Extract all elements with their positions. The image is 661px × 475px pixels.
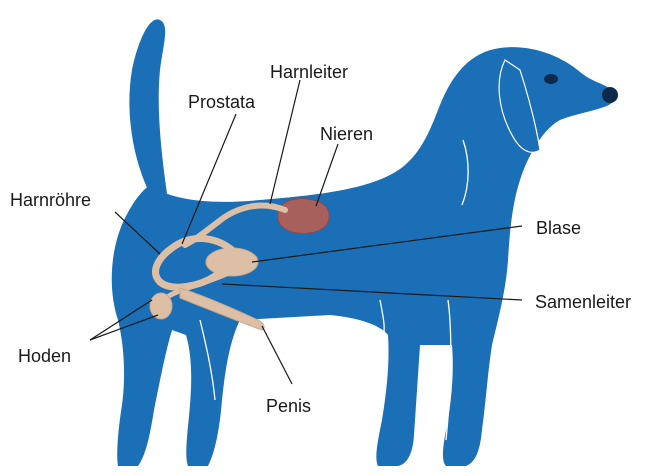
dog-eye xyxy=(544,74,558,84)
label-samenleiter: Samenleiter xyxy=(535,292,631,312)
label-prostata: Prostata xyxy=(188,92,256,112)
label-blase: Blase xyxy=(536,218,581,238)
dog-tail xyxy=(129,19,168,200)
testis xyxy=(150,293,172,319)
label-nieren: Nieren xyxy=(320,124,373,144)
leader-harnleiter xyxy=(270,80,300,204)
leader-penis xyxy=(262,326,292,384)
label-penis: Penis xyxy=(266,396,311,416)
label-harnroehre: Harnröhre xyxy=(10,190,91,210)
dog-nose xyxy=(602,87,618,103)
label-hoden: Hoden xyxy=(18,346,71,366)
label-harnleiter: Harnleiter xyxy=(270,62,348,82)
kidney xyxy=(278,199,330,234)
